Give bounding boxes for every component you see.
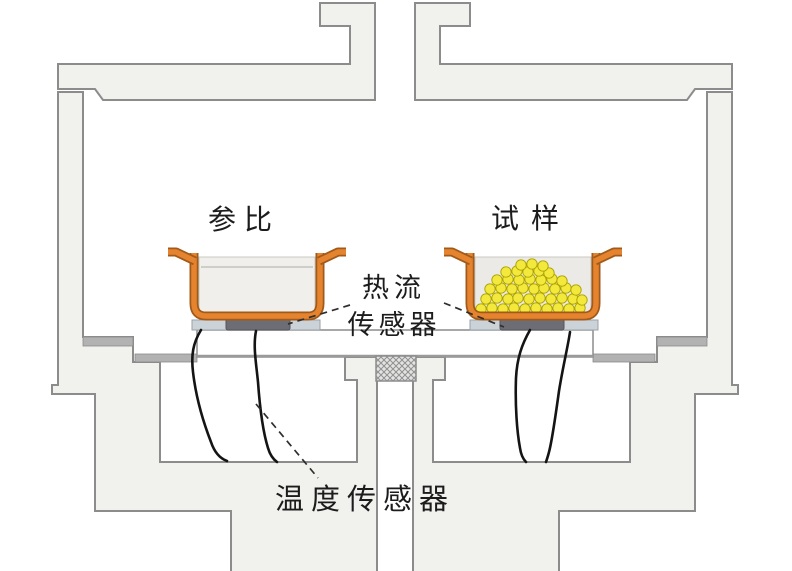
label-temperature-sensor: 温度传感器 — [275, 483, 455, 516]
step-cap-right-lower — [592, 353, 656, 363]
reference-pan-wall — [191, 253, 323, 319]
hatch-block — [375, 355, 417, 382]
leader-heat-flow-left — [287, 304, 351, 325]
sample-pan — [444, 247, 622, 321]
sample-pan-wall — [467, 253, 599, 319]
leader-heat-flow-right — [443, 302, 505, 328]
label-heat-flow-line1: 热流 — [362, 273, 426, 303]
reference-pan — [168, 247, 346, 321]
reference-pan-interior — [198, 256, 316, 316]
leader-temperature-sensor — [255, 403, 319, 479]
step-cap-left-lower — [134, 353, 198, 363]
thermocouple-wire-left-inner — [253, 329, 279, 464]
sample-pan-flare-right — [593, 249, 622, 264]
furnace-lid-left — [57, 2, 376, 101]
thermocouple-wire-right-outer — [544, 330, 572, 464]
reference-pan-flare-left — [168, 249, 197, 264]
label-reference: 参比 — [208, 204, 280, 236]
reference-pan-flare-right — [317, 249, 346, 264]
step-cap-right-upper — [656, 336, 708, 347]
thermocouple-wire-left-outer — [190, 328, 229, 463]
label-heat-flow-line2: 传感器 — [348, 310, 441, 340]
sample-pan-flare-left — [444, 249, 473, 264]
sample-granules — [475, 258, 588, 315]
furnace-lid-right — [414, 2, 733, 101]
step-cap-left-upper — [82, 336, 134, 347]
thermocouple-wire-right-inner — [514, 328, 532, 464]
label-sample: 试样 — [491, 203, 571, 235]
